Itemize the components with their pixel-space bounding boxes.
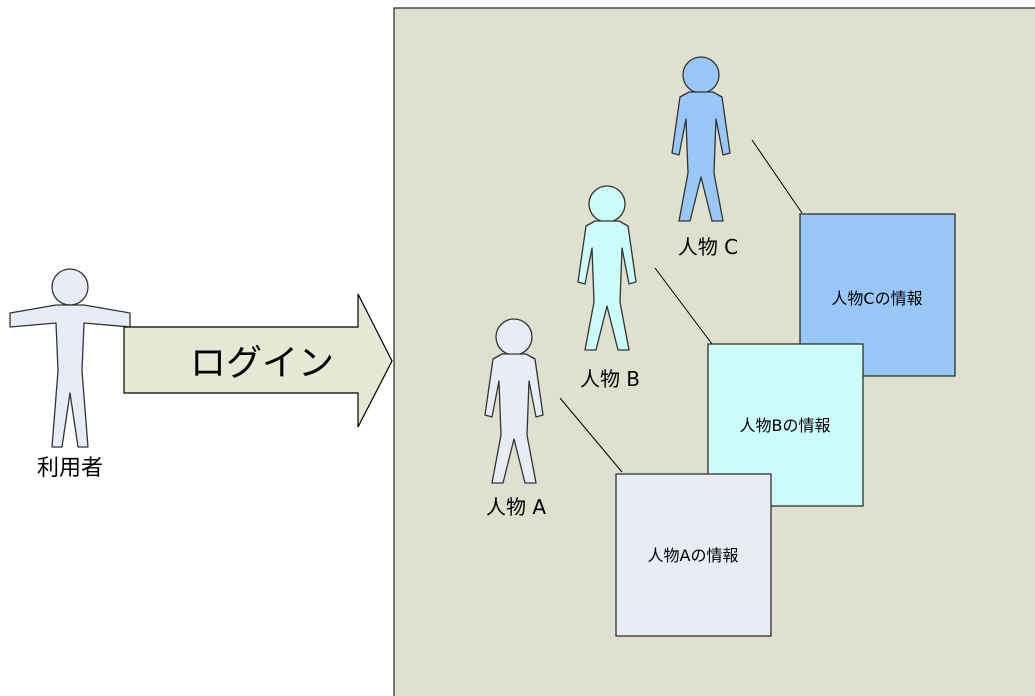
person-b-label: 人物 B bbox=[580, 367, 640, 391]
user-figure-icon bbox=[9, 268, 131, 448]
info-card-a-label: 人物Aの情報 bbox=[648, 546, 739, 565]
info-card-b-label: 人物Bの情報 bbox=[740, 416, 831, 435]
person-c-label: 人物 C bbox=[678, 235, 738, 259]
info-card-c-label: 人物Cの情報 bbox=[831, 289, 922, 308]
user-label: 利用者 bbox=[37, 456, 103, 481]
connector-line-b bbox=[654, 267, 713, 345]
person-a-label: 人物 A bbox=[486, 495, 546, 519]
login-arrow bbox=[123, 293, 393, 428]
connector-line-a bbox=[559, 397, 623, 473]
login-arrow-label: ログイン bbox=[190, 343, 334, 384]
info-card-a bbox=[615, 473, 772, 637]
connector-line-c bbox=[751, 139, 803, 214]
